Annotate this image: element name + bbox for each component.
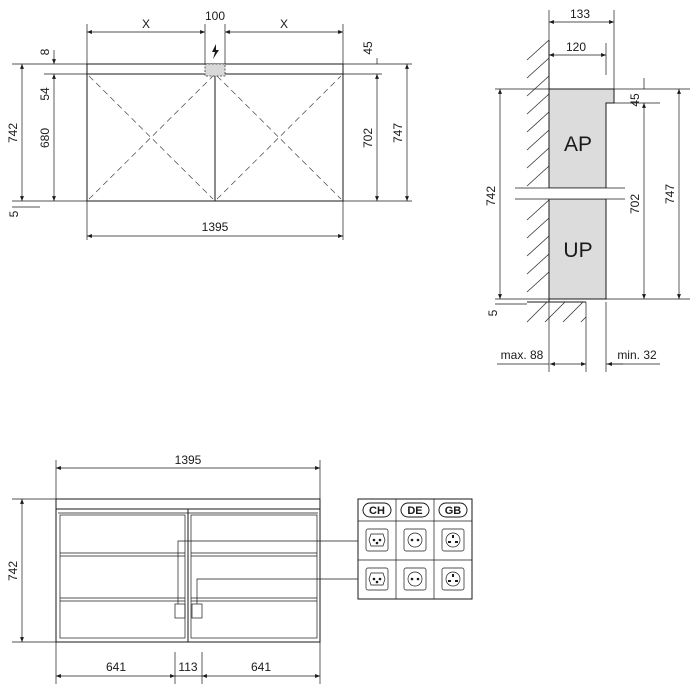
socket-code-gb: GB: [445, 505, 462, 517]
socket-de-icon: [403, 528, 427, 552]
dim-front-top-band: 54: [38, 87, 52, 101]
lightning-icon: [212, 44, 219, 59]
label-ap: AP: [564, 133, 592, 156]
dim-side-total-height: 742: [484, 186, 498, 206]
dim-side-inner: 702: [628, 194, 642, 214]
socket-gb-icon: [441, 567, 465, 591]
socket-gb-icon: [441, 528, 465, 552]
dim-bottom-right: 641: [251, 660, 271, 674]
electrical-box: [204, 63, 226, 77]
socket-table: CH DE GB: [357, 498, 473, 600]
dim-bottom-mid: 113: [178, 660, 197, 674]
socket-code-de: DE: [407, 505, 422, 517]
dim-side-depth-inner: 120: [566, 40, 586, 54]
dim-front-width: 1395: [202, 220, 229, 234]
side-view: AP UP 133 120 742 5 702 747 45: [484, 7, 690, 372]
dim-x-right: X: [280, 17, 288, 31]
dim-side-max: max. 88: [501, 348, 544, 362]
dim-center: 100: [205, 9, 225, 23]
dim-front-body: 680: [38, 128, 52, 148]
dim-side-min: min. 32: [617, 348, 657, 362]
front-view: X X 100 1395 742 680 8 54 5 702 747 45: [6, 9, 412, 240]
dim-side-bottom: 5: [486, 309, 500, 316]
label-up: UP: [563, 239, 592, 262]
dim-side-top: 45: [628, 93, 642, 107]
dim-front-total-height: 742: [6, 123, 20, 143]
socket-ch-icon: [365, 528, 389, 552]
socket-code-ch: CH: [369, 505, 385, 517]
dim-front-right-top: 45: [361, 41, 375, 55]
dim-front-right-inner: 702: [361, 128, 375, 148]
dim-front-right-total: 747: [391, 123, 405, 143]
bottom-view: 1395 742 641 113 641: [6, 453, 358, 684]
dim-front-top-gap: 8: [38, 48, 52, 55]
dim-bottom-left: 641: [106, 660, 126, 674]
socket-de-icon: [403, 567, 427, 591]
outlet-box-1: [174, 603, 186, 619]
dim-x-left: X: [142, 17, 150, 31]
dim-side-depth-outer: 133: [570, 7, 590, 21]
dim-front-bottom: 5: [7, 210, 21, 217]
outlet-box-2: [191, 603, 203, 619]
socket-ch-icon: [365, 567, 389, 591]
dim-bottom-height: 742: [6, 561, 20, 581]
dim-bottom-width: 1395: [175, 453, 202, 467]
dim-side-total: 747: [663, 184, 677, 204]
